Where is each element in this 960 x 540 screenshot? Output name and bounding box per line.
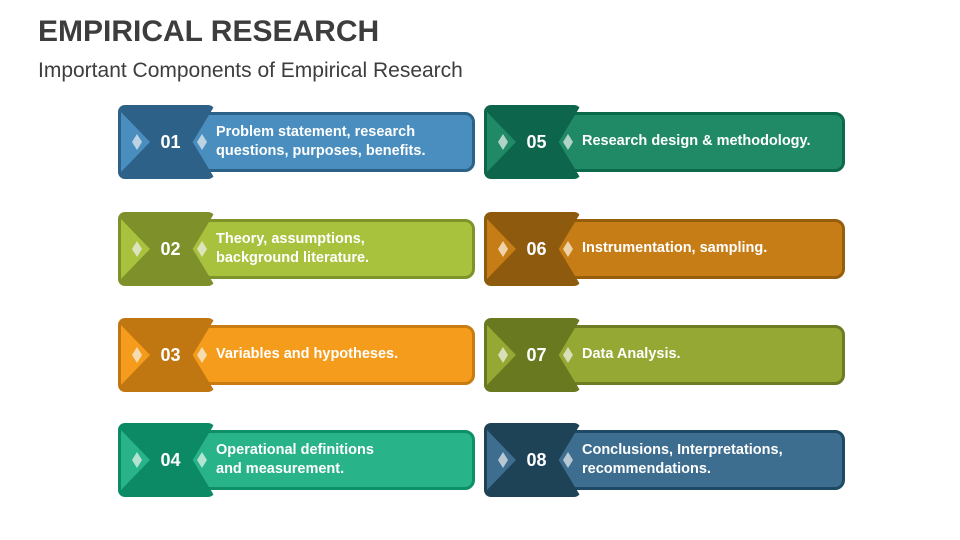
number-badge: 07	[484, 318, 581, 392]
component-number: 08	[526, 449, 547, 470]
diamond-left-icon	[498, 452, 508, 468]
diamond-right-icon	[197, 241, 207, 257]
component-number: 03	[160, 344, 181, 365]
component-text: Conclusions, Interpretations, recommenda…	[582, 441, 783, 477]
component-text: Theory, assumptions, background literatu…	[216, 230, 370, 266]
component-item: Conclusions, Interpretations, recommenda…	[484, 423, 845, 497]
component-number: 04	[160, 449, 181, 470]
component-item: Theory, assumptions, background literatu…	[118, 212, 475, 286]
component-number: 07	[526, 344, 547, 365]
component-item: Research design & methodology. 05	[484, 105, 845, 179]
diamond-left-icon	[132, 241, 142, 257]
page-title: EMPIRICAL RESEARCH	[38, 15, 380, 48]
diamond-left-icon	[498, 134, 508, 150]
component-item: Operational definitions and measurement.…	[118, 423, 475, 497]
diamond-left-icon	[132, 347, 142, 363]
diamond-right-icon	[563, 241, 573, 257]
component-number: 06	[526, 238, 547, 259]
number-badge: 03	[118, 318, 215, 392]
diamond-right-icon	[563, 452, 573, 468]
component-number: 02	[160, 238, 181, 259]
component-text: Variables and hypotheses.	[216, 346, 399, 363]
number-badge: 04	[118, 423, 215, 497]
component-item: Variables and hypotheses. 03	[118, 318, 475, 392]
component-item: Instrumentation, sampling. 06	[484, 212, 845, 286]
component-text: Research design & methodology.	[582, 133, 811, 150]
component-item: Problem statement, research questions, p…	[118, 105, 475, 179]
component-number: 05	[526, 131, 547, 152]
page-subtitle: Important Components of Empirical Resear…	[38, 59, 463, 82]
diamond-left-icon	[132, 134, 142, 150]
number-badge: 08	[484, 423, 581, 497]
component-text: Problem statement, research questions, p…	[216, 123, 426, 159]
diamond-right-icon	[563, 134, 573, 150]
diamond-left-icon	[498, 241, 508, 257]
diamond-left-icon	[132, 452, 142, 468]
component-text: Instrumentation, sampling.	[582, 240, 768, 257]
diamond-right-icon	[197, 347, 207, 363]
diamond-right-icon	[563, 347, 573, 363]
number-badge: 02	[118, 212, 215, 286]
number-badge: 01	[118, 105, 215, 179]
component-text: Operational definitions and measurement.	[216, 441, 374, 477]
number-badge: 06	[484, 212, 581, 286]
diamond-right-icon	[197, 452, 207, 468]
diamond-right-icon	[197, 134, 207, 150]
diamond-left-icon	[498, 347, 508, 363]
number-badge: 05	[484, 105, 581, 179]
component-number: 01	[160, 131, 181, 152]
component-item: Data Analysis. 07	[484, 318, 845, 392]
component-text: Data Analysis.	[582, 346, 681, 363]
